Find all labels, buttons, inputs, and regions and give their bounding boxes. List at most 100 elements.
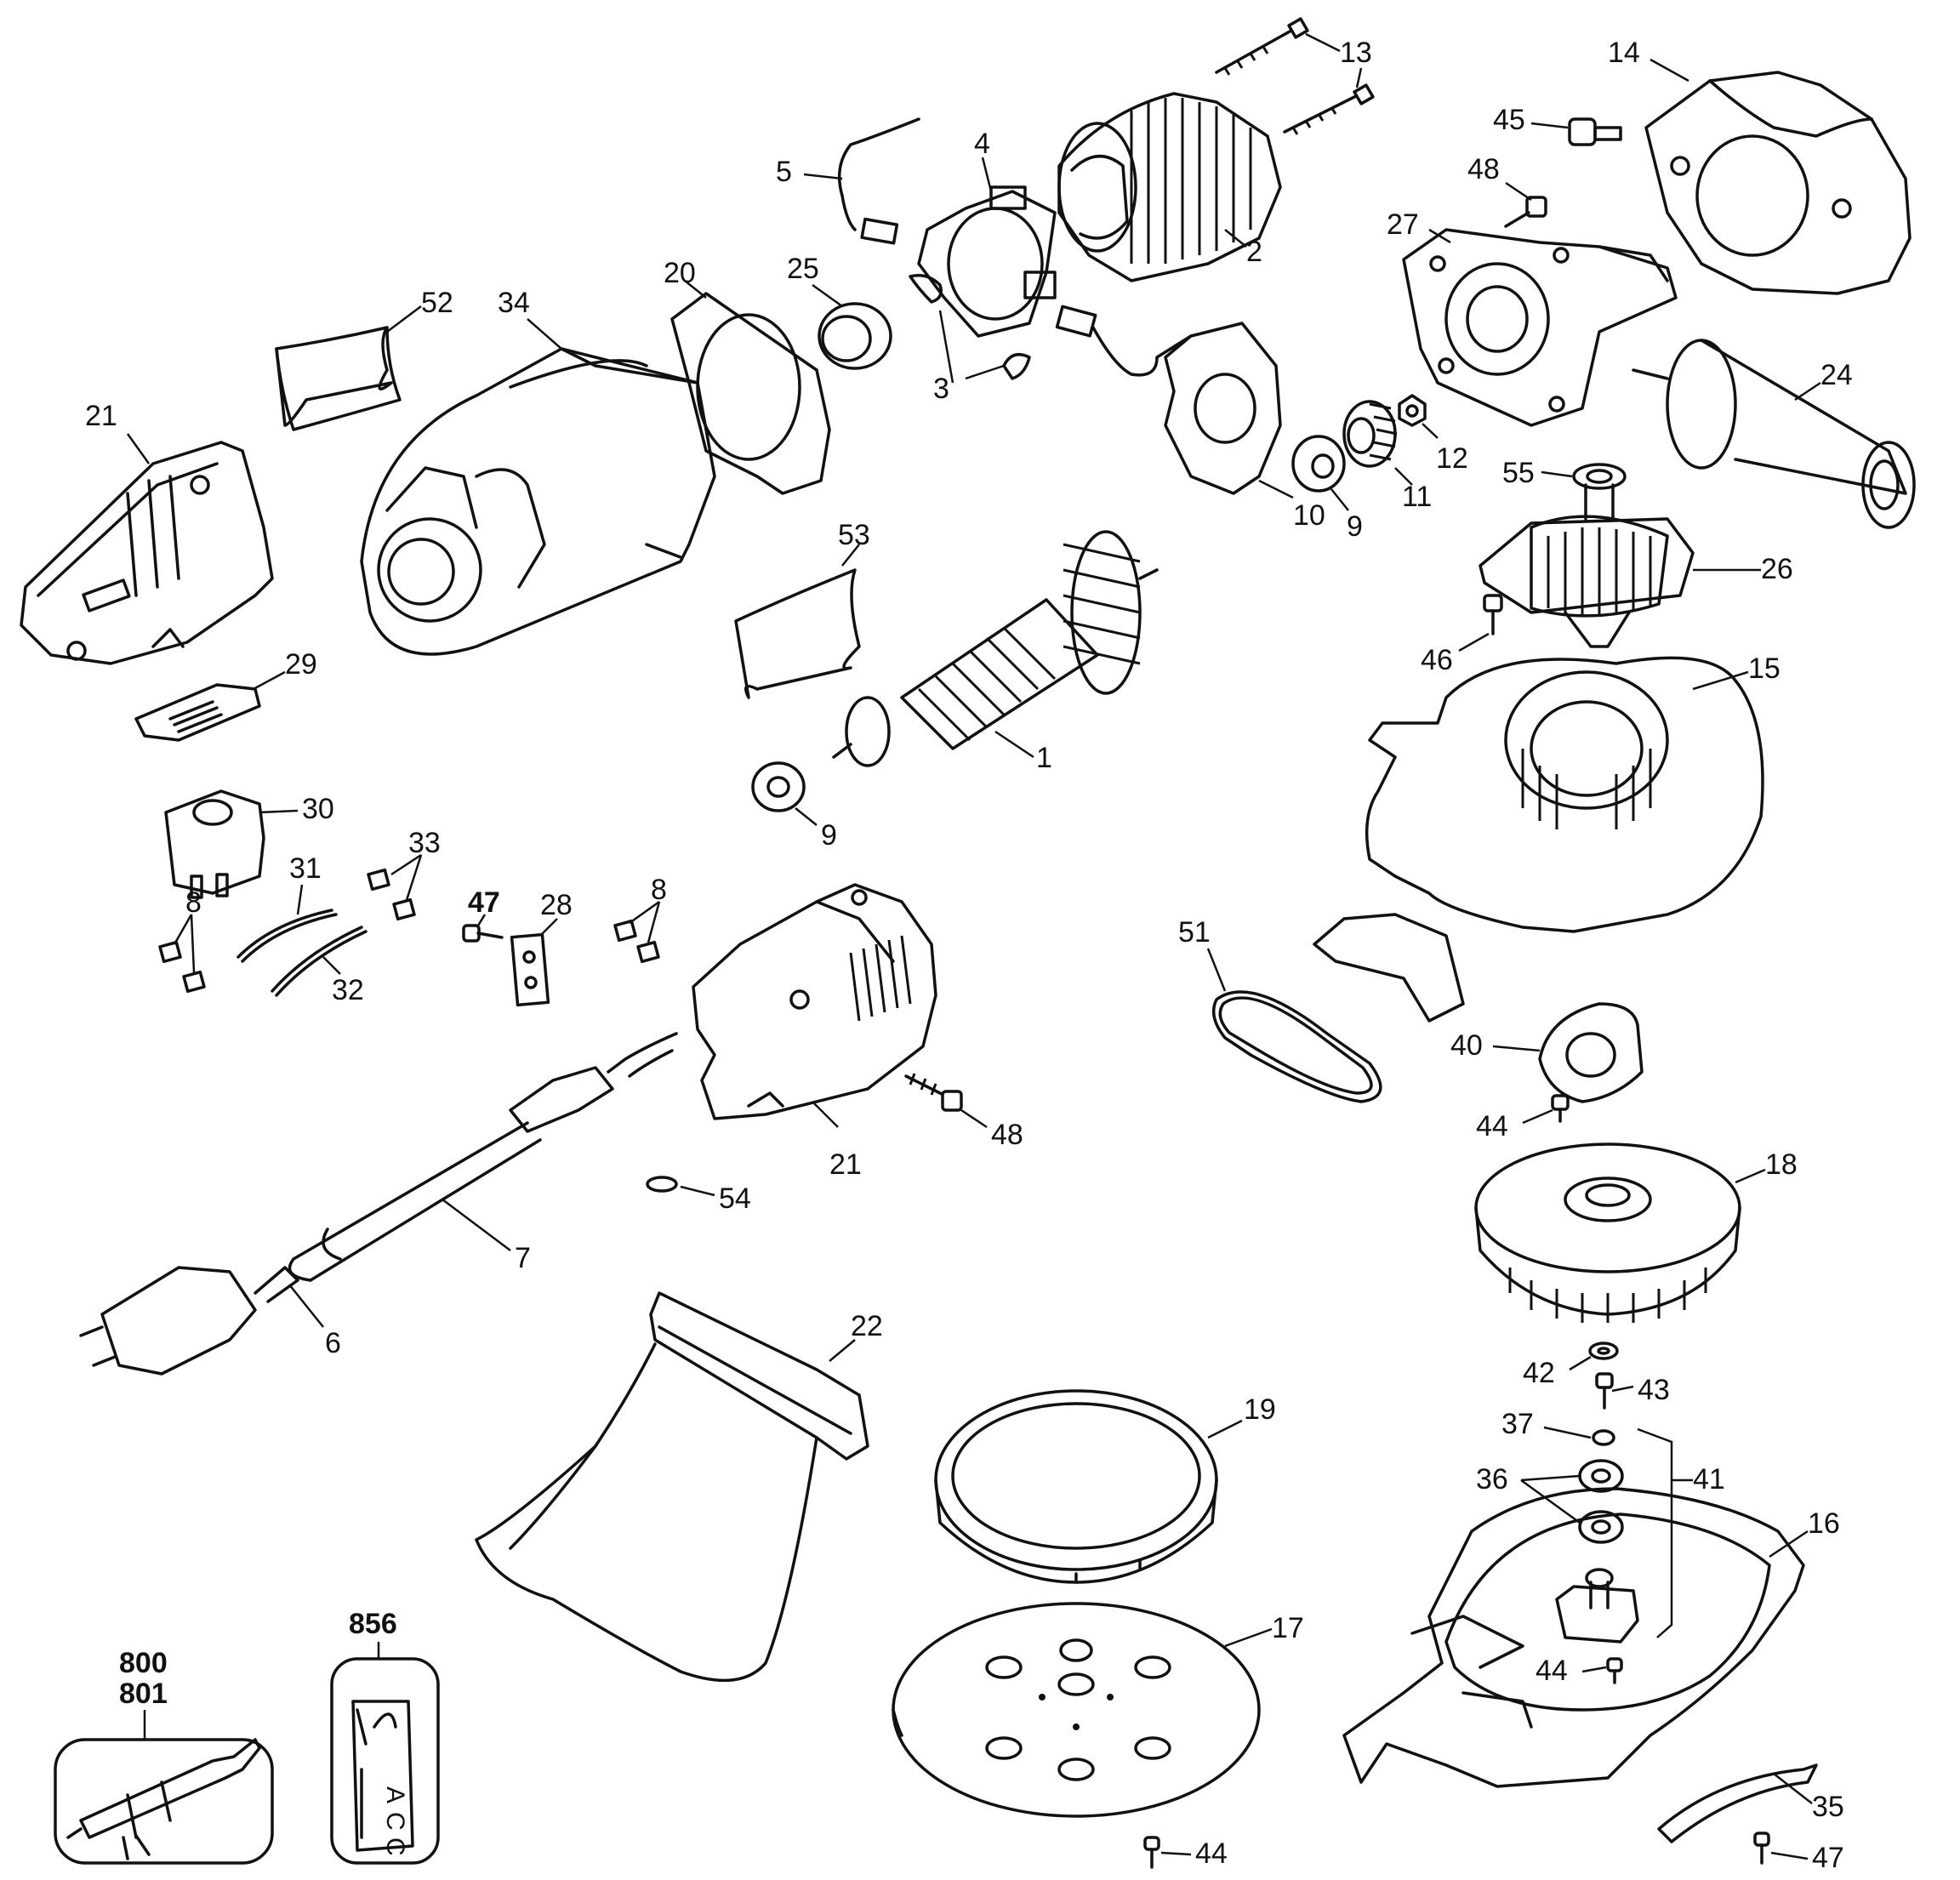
callout-25: 25: [787, 253, 819, 285]
callout-12: 12: [1436, 442, 1468, 475]
part-31-wire: [236, 909, 338, 963]
callout-8a: 8: [185, 886, 202, 919]
callout-2: 2: [1246, 236, 1262, 268]
callout-26: 26: [1761, 553, 1793, 585]
callout-44b: 44: [1536, 1655, 1568, 1687]
callout-37: 37: [1501, 1408, 1534, 1440]
part-1-armature: [832, 530, 1159, 767]
callout-35: 35: [1812, 1791, 1844, 1823]
callout-43: 43: [1638, 1374, 1670, 1406]
callout-11: 11: [1402, 481, 1432, 513]
callout-44a: 44: [1476, 1110, 1508, 1142]
callout-47a: 47: [468, 886, 500, 919]
callout-15: 15: [1748, 652, 1781, 685]
part-54-oring: [646, 1176, 678, 1193]
part-6-plug: [79, 1266, 299, 1376]
callout-48b: 48: [991, 1119, 1023, 1151]
callout-21a: 21: [85, 400, 117, 432]
part-18-fan: [1474, 1142, 1741, 1323]
part-55-spindle: [1572, 463, 1627, 521]
callout-42: 42: [1523, 1357, 1555, 1389]
part-9b-bearing: [1291, 435, 1346, 493]
callout-45: 45: [1493, 104, 1525, 136]
callout-33: 33: [408, 827, 441, 859]
callout-19: 19: [1244, 1393, 1276, 1426]
callout-7: 7: [515, 1242, 531, 1274]
callout-24: 24: [1820, 359, 1853, 391]
callout-21b: 21: [829, 1148, 862, 1181]
part-33-terminals: [367, 868, 416, 921]
part-15-shroud: [1313, 656, 1764, 1023]
part-25-bearing-cap: [818, 302, 892, 370]
callout-32: 32: [332, 974, 364, 1006]
part-44a-screw: [1551, 1094, 1570, 1123]
callout-8b: 8: [651, 874, 667, 906]
part-41-counterweight: [1555, 1427, 1673, 1644]
part-34-motor-housing: [360, 347, 716, 656]
part-45-bolt: [1568, 117, 1622, 146]
part-48b-screw: [904, 1073, 963, 1112]
part-47b-screw: [1753, 1832, 1770, 1865]
part-24-side-handle: [1632, 339, 1916, 529]
callout-4: 4: [974, 128, 990, 160]
part-30-switch: [164, 789, 265, 899]
callout-801: 801: [119, 1678, 168, 1710]
part-29-switch-button: [134, 683, 261, 742]
part-37-clip: [1592, 1429, 1615, 1446]
callout-9b: 9: [1347, 510, 1363, 543]
part-16-base-housing: [1342, 1487, 1805, 1788]
callout-27: 27: [1387, 208, 1419, 241]
callout-40: 40: [1450, 1029, 1483, 1062]
part-2-field-stator: [1057, 92, 1282, 282]
callout-6: 6: [325, 1327, 341, 1359]
callout-16: 16: [1808, 1507, 1840, 1540]
callout-52: 52: [421, 287, 453, 319]
kit-856-box: A C C: [330, 1657, 440, 1865]
kit-856-letter-c2: C: [381, 1837, 409, 1856]
callout-22: 22: [851, 1310, 883, 1342]
callout-10: 10: [1293, 499, 1325, 532]
callout-1: 1: [1036, 742, 1052, 774]
callout-30: 30: [302, 793, 334, 825]
part-17-sanding-pad: [892, 1602, 1261, 1818]
kit-800-801-box: [54, 1738, 274, 1865]
part-12-nut: [1398, 394, 1427, 427]
part-26-bearing-housing: [1479, 515, 1695, 648]
callout-53: 53: [838, 519, 870, 551]
part-53-label: [734, 568, 861, 699]
part-8a-terminals: [158, 940, 206, 994]
part-7-cord: [288, 1032, 678, 1282]
part-10-plate: [1164, 322, 1282, 495]
callout-28: 28: [540, 889, 573, 921]
part-13-screws: [1215, 17, 1375, 135]
callout-20: 20: [664, 257, 696, 289]
part-21-rear-housing: [20, 441, 274, 665]
callout-36: 36: [1476, 1463, 1508, 1495]
part-36-bearings: [1578, 1459, 1624, 1544]
callout-31: 31: [289, 852, 322, 885]
part-20-baffle: [670, 292, 831, 495]
callout-18: 18: [1765, 1148, 1798, 1181]
part-51-belt: [1211, 990, 1382, 1103]
callout-13: 13: [1340, 37, 1372, 69]
part-9a-bearing: [751, 761, 806, 812]
callout-47b: 47: [1812, 1842, 1844, 1874]
part-42-washer: [1588, 1342, 1619, 1360]
part-8b-terminals: [613, 919, 660, 964]
part-21-front-housing: [692, 883, 937, 1120]
callout-51: 51: [1178, 916, 1211, 949]
part-14-gear-case-cover: [1644, 71, 1912, 295]
part-19-ring: [934, 1389, 1218, 1584]
callout-9a: 9: [821, 819, 837, 852]
callout-29: 29: [285, 648, 317, 681]
brush-lead-right: [1055, 305, 1193, 377]
callout-55: 55: [1502, 457, 1535, 489]
callout-3: 3: [933, 373, 949, 405]
part-46-screw: [1483, 594, 1503, 635]
part-43-screw: [1595, 1372, 1614, 1410]
callout-44c: 44: [1195, 1837, 1228, 1870]
callout-856: 856: [349, 1608, 397, 1640]
part-44c-screw: [1143, 1836, 1160, 1869]
part-4-brush-holder: [917, 185, 1057, 338]
